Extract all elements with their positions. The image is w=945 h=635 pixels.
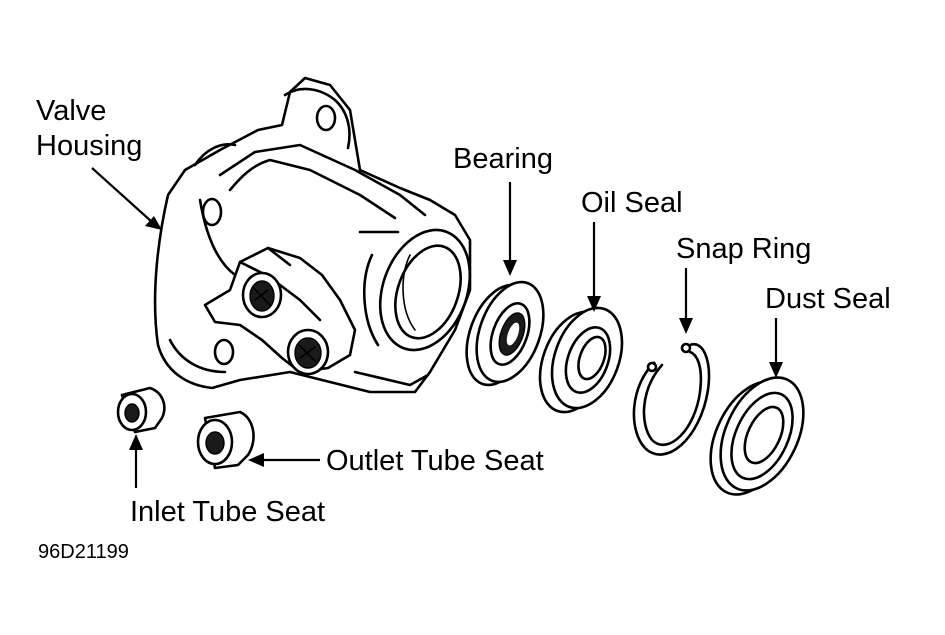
bearing-label: Bearing — [453, 143, 553, 175]
snap-ring-label: Snap Ring — [676, 233, 811, 265]
leader-arrows — [91, 167, 783, 488]
snap-ring — [632, 342, 711, 456]
valve-housing-label-line1: Valve — [36, 95, 106, 127]
inlet-tube-seat-label: Inlet Tube Seat — [130, 496, 325, 528]
dust-seal-label: Dust Seal — [765, 283, 891, 315]
bearing — [465, 280, 545, 387]
inlet-tube-seat — [116, 386, 166, 434]
oil-seal-label: Oil Seal — [581, 187, 683, 219]
dust-seal — [709, 376, 805, 496]
valve-housing-label-line2: Housing — [36, 130, 142, 162]
valve-housing — [153, 76, 472, 394]
valve-housing-arrow — [91, 167, 153, 223]
figure-id: 96D21199 — [38, 541, 129, 563]
outlet-tube-seat — [196, 410, 255, 470]
outlet-tube-seat-label: Outlet Tube Seat — [326, 445, 544, 477]
oil-seal — [538, 306, 624, 414]
